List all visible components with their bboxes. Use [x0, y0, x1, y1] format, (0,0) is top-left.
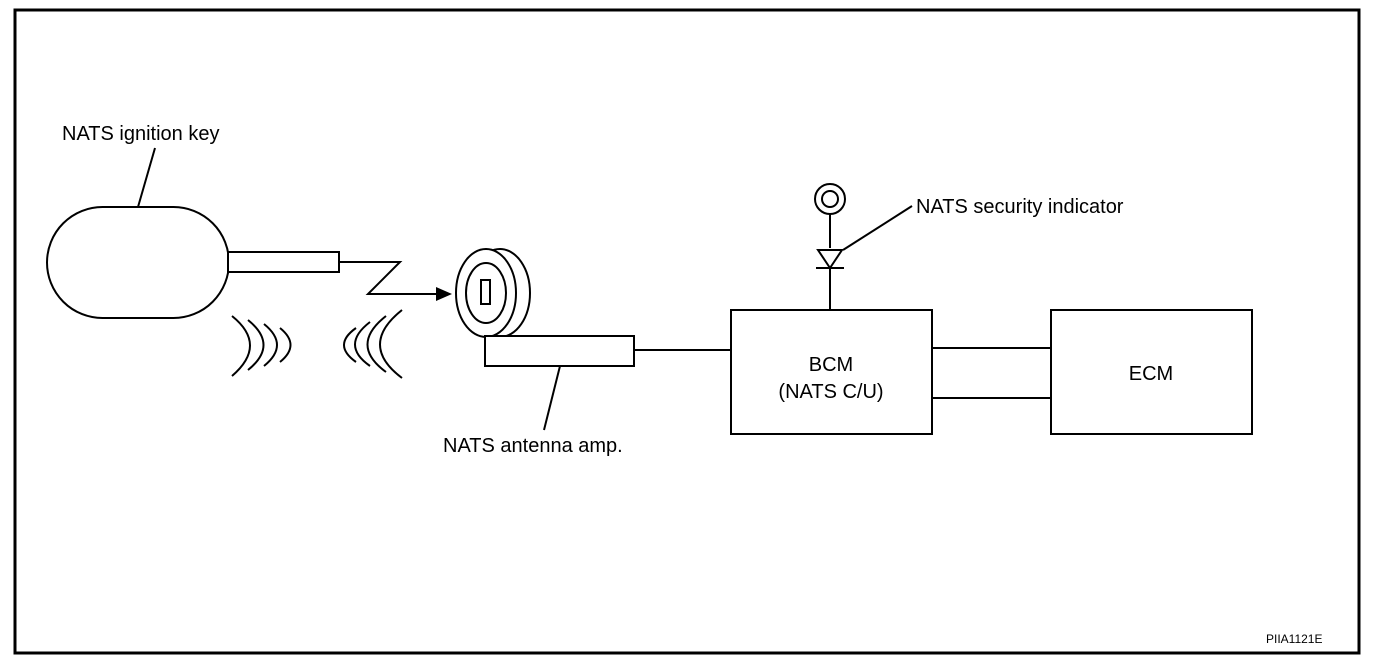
lamp-icon	[814, 183, 846, 310]
bcm-sublabel: (NATS C/U)	[778, 381, 883, 403]
ignition-key	[46, 206, 340, 319]
ecm-label: ECM	[1129, 363, 1173, 385]
arrow-icon	[339, 261, 452, 301]
bcm-box: BCM (NATS C/U)	[730, 309, 933, 435]
antenna-leader-line	[543, 365, 561, 431]
ecm-box: ECM	[1050, 309, 1253, 435]
indicator-leader-line	[842, 205, 913, 251]
bcm-label: BCM	[809, 354, 853, 376]
figure-id: PIIA1121E	[1266, 632, 1322, 646]
antenna-label: NATS antenna amp.	[443, 435, 623, 457]
antenna-amp-body	[484, 335, 635, 367]
key-blade	[227, 251, 340, 273]
radio-wave-icon	[231, 309, 403, 379]
key-leader-line	[137, 147, 156, 208]
antenna-amp	[455, 248, 635, 367]
key-slot	[480, 279, 491, 305]
indicator-label: NATS security indicator	[916, 196, 1124, 218]
key-label: NATS ignition key	[62, 123, 219, 145]
key-head	[46, 206, 230, 319]
